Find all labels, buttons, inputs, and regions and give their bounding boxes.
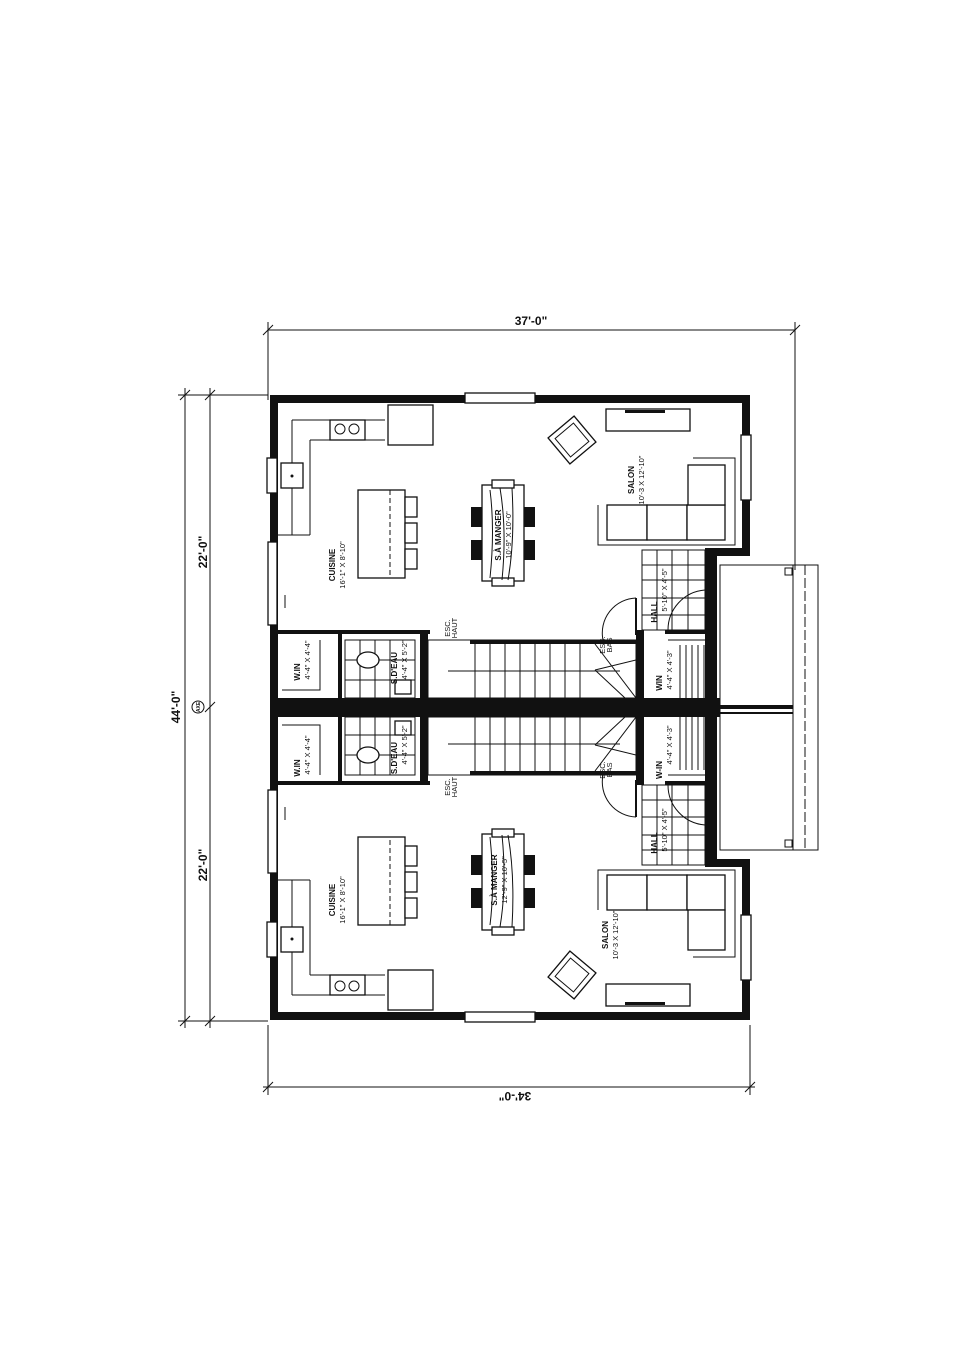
dimension-top: 37'-0" xyxy=(515,314,548,328)
room-label-salle-d-eau: S.D'EAU xyxy=(390,742,399,774)
stair-label-up-2: HAUT xyxy=(450,776,459,797)
room-label-w-in: W.IN xyxy=(293,759,302,777)
room-size-cuisine: 16'-1" X 8'-10" xyxy=(338,541,347,589)
room-label-w-in: W.IN xyxy=(293,663,302,681)
dimension-left-total: 44'-0" xyxy=(169,691,183,724)
room-label-salon: SALON xyxy=(627,466,636,494)
dimension-left-lower: 22'-0" xyxy=(196,849,210,882)
room-size-win: 4'-4" X 4'-3" xyxy=(665,725,674,764)
room-size-salon: 10'-3 X 12'-10" xyxy=(611,910,620,959)
porch xyxy=(719,564,819,851)
room-label-win: WIN xyxy=(655,675,664,691)
room-label-salon: SALON xyxy=(601,921,610,949)
room-label-cuisine: CUISINE xyxy=(328,883,337,916)
stair-label-down-2: BAS xyxy=(605,637,614,652)
room-size-hall: 5'-10" X 4'-5" xyxy=(660,808,669,852)
axis-marker: AXE xyxy=(196,701,202,712)
room-label-salle-a-manger: S.À MANGER xyxy=(494,509,503,560)
stair-label-down-1: ESC. xyxy=(598,636,607,654)
room-label-cuisine: CUISINE xyxy=(328,548,337,581)
room-label-hall: HALL xyxy=(650,832,659,853)
room-size-w-in: 4'-4" X 4'-4" xyxy=(303,640,312,679)
room-label-hall: HALL xyxy=(650,601,659,622)
room-label-salle-a-manger: S.À MANGER xyxy=(490,854,499,905)
stair-label-up-2: HAUT xyxy=(450,617,459,638)
axis-marker-circle xyxy=(191,700,205,714)
room-label-salle-d-eau: S.D'EAU xyxy=(390,652,399,684)
room-size-salle-d-eau: 4'-4" X 5'-2" xyxy=(400,725,409,764)
dimension-bottom: 34'-0" xyxy=(499,1089,532,1103)
room-size-salon: 10'-3 X 12'-10" xyxy=(637,455,646,504)
stair-label-down-1: ESC. xyxy=(598,761,607,779)
dimension-left-upper: 22'-0" xyxy=(196,536,210,569)
dimension-lines xyxy=(178,322,801,1095)
room-size-cuisine: 16'-1" X 8'-10" xyxy=(338,876,347,924)
unit-lower-labels: CUISINE 16'-1" X 8'-10" S.À MANGER 12'-9… xyxy=(293,725,674,959)
stair-label-down-2: BAS xyxy=(605,762,614,777)
room-label-win: W-IN xyxy=(655,761,664,779)
room-size-salle-a-manger: 10'-9" X 10'-0" xyxy=(504,511,513,559)
room-size-salle-d-eau: 4'-4" X 5'-2" xyxy=(400,640,409,679)
room-size-w-in: 4'-4" X 4'-4" xyxy=(303,735,312,774)
unit-lower xyxy=(266,704,752,1023)
stair-label-up-1: ESC. xyxy=(443,778,452,796)
room-size-salle-a-manger: 12'-9" X 10'-5" xyxy=(500,856,509,904)
room-size-win: 4'-4" X 4'-3" xyxy=(665,650,674,689)
room-size-hall: 5'-10" X 4'-5" xyxy=(660,568,669,612)
unit-upper-labels: CUISINE 16'-1" X 8'-10" S.À MANGER 10'-9… xyxy=(293,455,674,691)
stair-label-up-1: ESC. xyxy=(443,619,452,637)
